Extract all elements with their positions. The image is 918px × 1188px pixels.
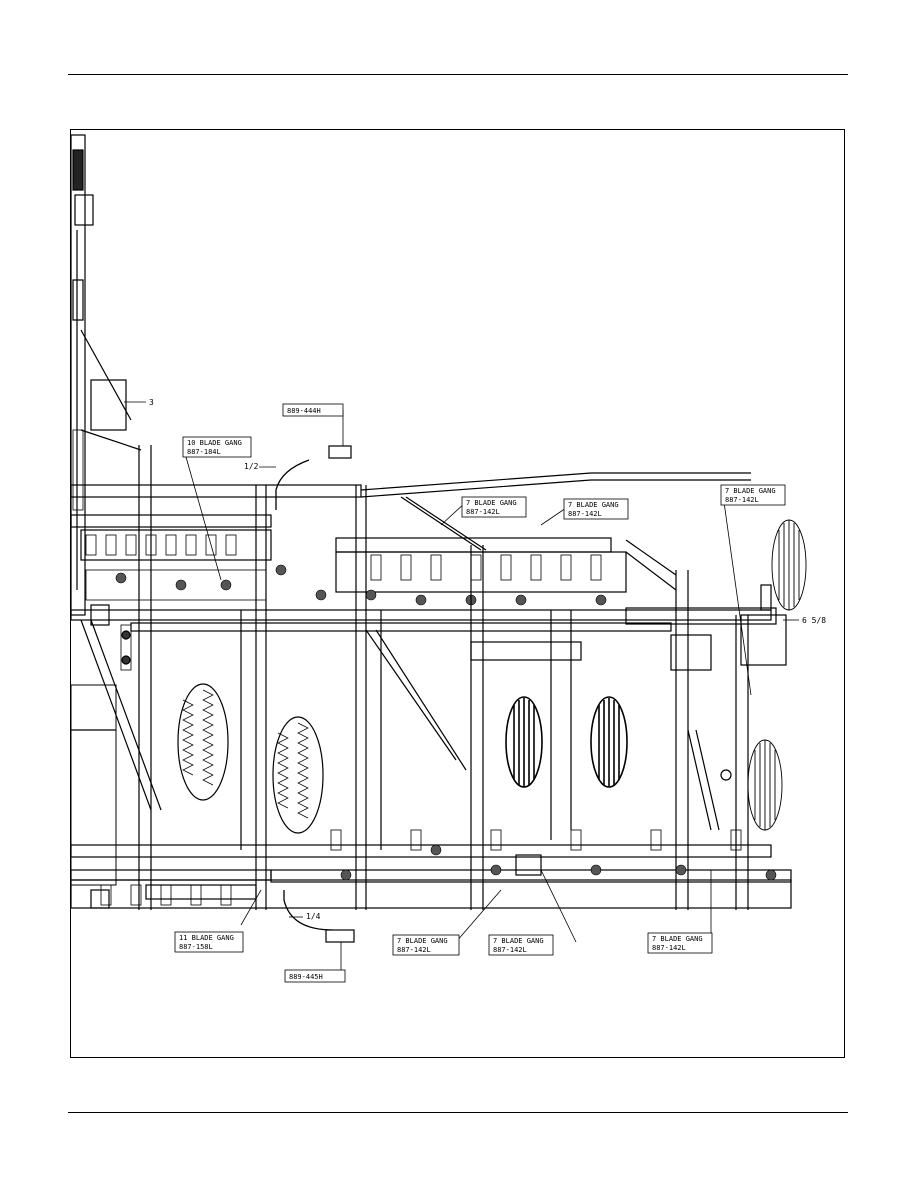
hitch-tongue <box>71 134 86 616</box>
callout-7-blade-f-line1: 7 BLADE GANG <box>652 935 703 943</box>
callout-box-7-blade-c <box>720 484 786 506</box>
header-link-2[interactable] <box>505 59 537 67</box>
callout-box-7-blade-e <box>488 934 554 956</box>
callout-7-blade-d-line2: 887-142L <box>397 946 431 954</box>
footer-link-1[interactable] <box>381 1125 481 1133</box>
dimension-six-five-eighths: 6 5/8 <box>802 616 826 625</box>
dimension-quarter: 1/4 <box>306 912 321 921</box>
callout-7-blade-a-line1: 7 BLADE GANG <box>466 499 517 507</box>
callout-10-blade-line1: 10 BLADE GANG <box>187 439 242 447</box>
callout-11-blade-line2: 887-158L <box>179 943 213 951</box>
callout-10-blade-line2: 887-184L <box>187 448 221 456</box>
callout-7-blade-a-line2: 887-142L <box>466 508 500 516</box>
callout-7-blade-e-line2: 887-142L <box>493 946 527 954</box>
callout-11-blade-line1: 11 BLADE GANG <box>179 934 234 942</box>
tire-center-pair <box>505 696 628 788</box>
footer-links <box>0 1124 918 1136</box>
part-number-bottom: 889-445H <box>289 973 323 981</box>
callout-7-blade-c-line1: 7 BLADE GANG <box>725 487 776 495</box>
dimension-three: 3 <box>149 398 154 407</box>
part-box-top <box>282 403 344 417</box>
dimension-half: 1/2 <box>244 462 259 471</box>
tire-right-pair <box>747 519 807 831</box>
footer-rule <box>68 1112 848 1113</box>
callout-7-blade-b-line1: 7 BLADE GANG <box>568 501 619 509</box>
part-box-bottom <box>284 969 346 983</box>
callout-box-11-blade <box>174 931 244 953</box>
header-rule <box>68 74 848 75</box>
footer-link-2[interactable] <box>505 1125 537 1133</box>
callout-7-blade-f-line2: 887-142L <box>652 944 686 952</box>
header-links <box>0 58 918 70</box>
tire-left-pair <box>177 683 324 834</box>
part-number-top: 889-444H <box>287 407 321 415</box>
callout-box-7-blade-d <box>392 934 460 956</box>
callout-box-7-blade-b <box>563 498 629 520</box>
callout-box-10-blade <box>182 436 252 458</box>
header-link-1[interactable] <box>381 59 481 67</box>
technical-drawing-frame: 10 BLADE GANG 887-184L 7 BLADE GANG 887-… <box>70 129 845 1058</box>
callout-7-blade-b-line2: 887-142L <box>568 510 602 518</box>
callout-7-blade-e-line1: 7 BLADE GANG <box>493 937 544 945</box>
callout-box-7-blade-a <box>461 496 527 518</box>
callout-box-7-blade-f <box>647 932 713 954</box>
implement-drawing: 10 BLADE GANG 887-184L 7 BLADE GANG 887-… <box>71 134 826 983</box>
callout-7-blade-c-line2: 887-142L <box>725 496 759 504</box>
callout-7-blade-d-line1: 7 BLADE GANG <box>397 937 448 945</box>
